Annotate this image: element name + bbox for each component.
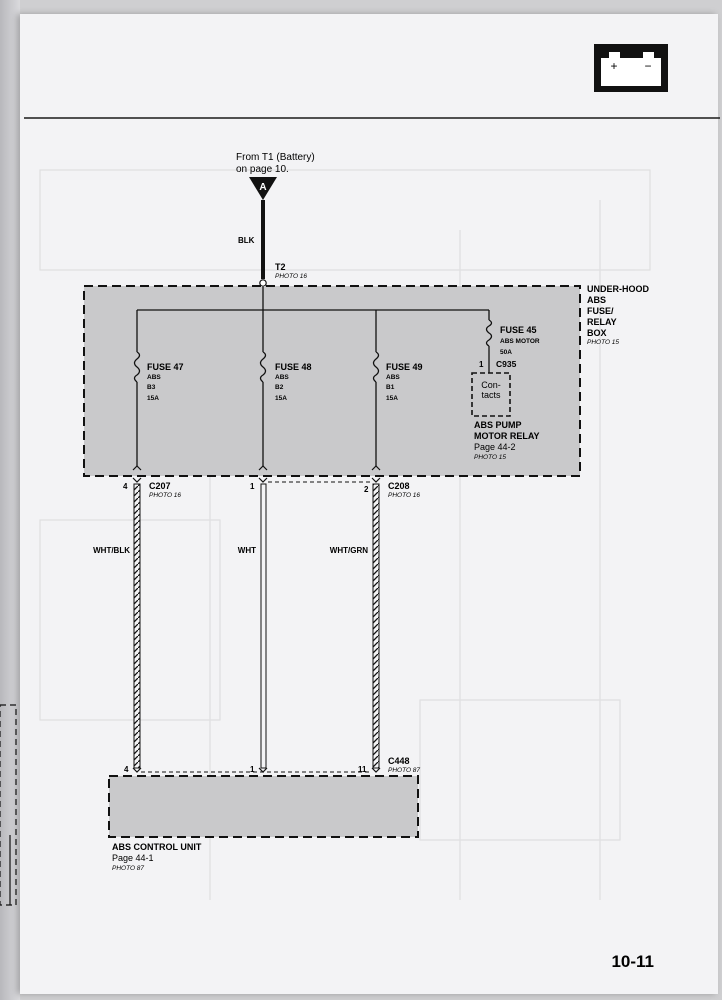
- fuse-49-name: FUSE 49: [386, 362, 423, 372]
- relay-name-line1: ABS PUMP: [474, 420, 522, 430]
- control-unit-photo: PHOTO 87: [112, 865, 144, 872]
- fuse-49-rating: 15A: [386, 395, 398, 402]
- relay-page: Page 44-2: [474, 442, 516, 452]
- battery-icon: + −: [594, 44, 668, 92]
- c448-pin-1: 1: [250, 765, 255, 774]
- relay-contacts-box: [471, 372, 511, 417]
- book-spine: [0, 0, 20, 1000]
- c448-photo: PHOTO 87: [388, 767, 420, 774]
- source-note-line2: on page 10.: [236, 164, 289, 175]
- page-number: 10-11: [611, 952, 654, 971]
- c207-name: C207: [149, 481, 171, 491]
- fuse-48-position: B2: [275, 384, 284, 391]
- relay-name-line2: MOTOR RELAY: [474, 431, 540, 441]
- svg-text:ABS: ABS: [587, 295, 606, 305]
- control-unit-name: ABS CONTROL UNIT: [112, 842, 202, 852]
- source-marker-letter: A: [259, 182, 266, 193]
- wire-label-wht-blk: WHT/BLK: [93, 546, 130, 555]
- fuse-symbols: [133, 319, 493, 383]
- fuse-47-position: B3: [147, 384, 156, 391]
- battery-plus-label: +: [610, 59, 617, 73]
- abs-control-unit-box: [108, 775, 419, 838]
- fuse-45-name: FUSE 45: [500, 325, 537, 335]
- c448-pin-4: 4: [124, 765, 129, 774]
- fuse-45-circuit: ABS MOTOR: [500, 338, 540, 345]
- fuse-47-rating: 15A: [147, 395, 159, 402]
- wire-label-wht: WHT: [238, 546, 256, 555]
- fuse-box-label: UNDER-HOOD ABS FUSE/ RELAY BOX: [587, 284, 649, 338]
- battery-minus-label: −: [644, 59, 651, 73]
- fuse-48-rating: 15A: [275, 395, 287, 402]
- relay-contacts-line1: Con-: [481, 380, 501, 390]
- adjacent-page-fragment: [0, 704, 17, 906]
- svg-text:RELAY: RELAY: [587, 317, 617, 327]
- source-note-line1: From T1 (Battery): [236, 152, 315, 163]
- terminal-label: T2: [275, 262, 286, 272]
- fuse-49-circuit: ABS: [386, 374, 400, 381]
- c208-pin-2: 2: [364, 485, 369, 494]
- source-marker: A: [249, 177, 277, 200]
- blk-wire-label: BLK: [238, 236, 255, 245]
- wire-wht: [260, 483, 267, 769]
- c448-name: C448: [388, 756, 410, 766]
- c207-photo: PHOTO 16: [149, 492, 181, 499]
- fuse-47-circuit: ABS: [147, 374, 161, 381]
- fuse-48-circuit: ABS: [275, 374, 289, 381]
- fuse-49-position: B1: [386, 384, 395, 391]
- c448-pin-11: 11: [358, 765, 367, 774]
- fuse-47-name: FUSE 47: [147, 362, 184, 372]
- fuse-45-rating: 50A: [500, 349, 512, 356]
- harness-wires: [133, 483, 380, 769]
- c208-name: C208: [388, 481, 410, 491]
- wire-wht-grn: [372, 483, 380, 769]
- svg-text:BOX: BOX: [587, 328, 607, 338]
- fuse-box-photo: PHOTO 15: [587, 339, 619, 346]
- c208-pin-1: 1: [250, 482, 255, 491]
- internal-bus: [136, 286, 490, 466]
- control-unit-page: Page 44-1: [112, 853, 154, 863]
- c208-photo: PHOTO 16: [388, 492, 420, 499]
- svg-text:UNDER-HOOD: UNDER-HOOD: [587, 284, 649, 294]
- wire-wht-blk: [133, 483, 141, 769]
- c207-pin: 4: [123, 482, 128, 491]
- relay-pin: 1: [479, 360, 484, 369]
- relay-photo: PHOTO 15: [474, 454, 506, 461]
- terminal-photo: PHOTO 16: [275, 273, 307, 280]
- relay-connector: C935: [496, 359, 517, 369]
- bottom-connector-symbols: [132, 767, 381, 773]
- relay-contacts-line2: tacts: [481, 390, 501, 400]
- top-connector-symbols: [132, 465, 381, 483]
- wire-label-wht-grn: WHT/GRN: [330, 546, 368, 555]
- svg-text:FUSE/: FUSE/: [587, 306, 614, 316]
- fuse-48-name: FUSE 48: [275, 362, 312, 372]
